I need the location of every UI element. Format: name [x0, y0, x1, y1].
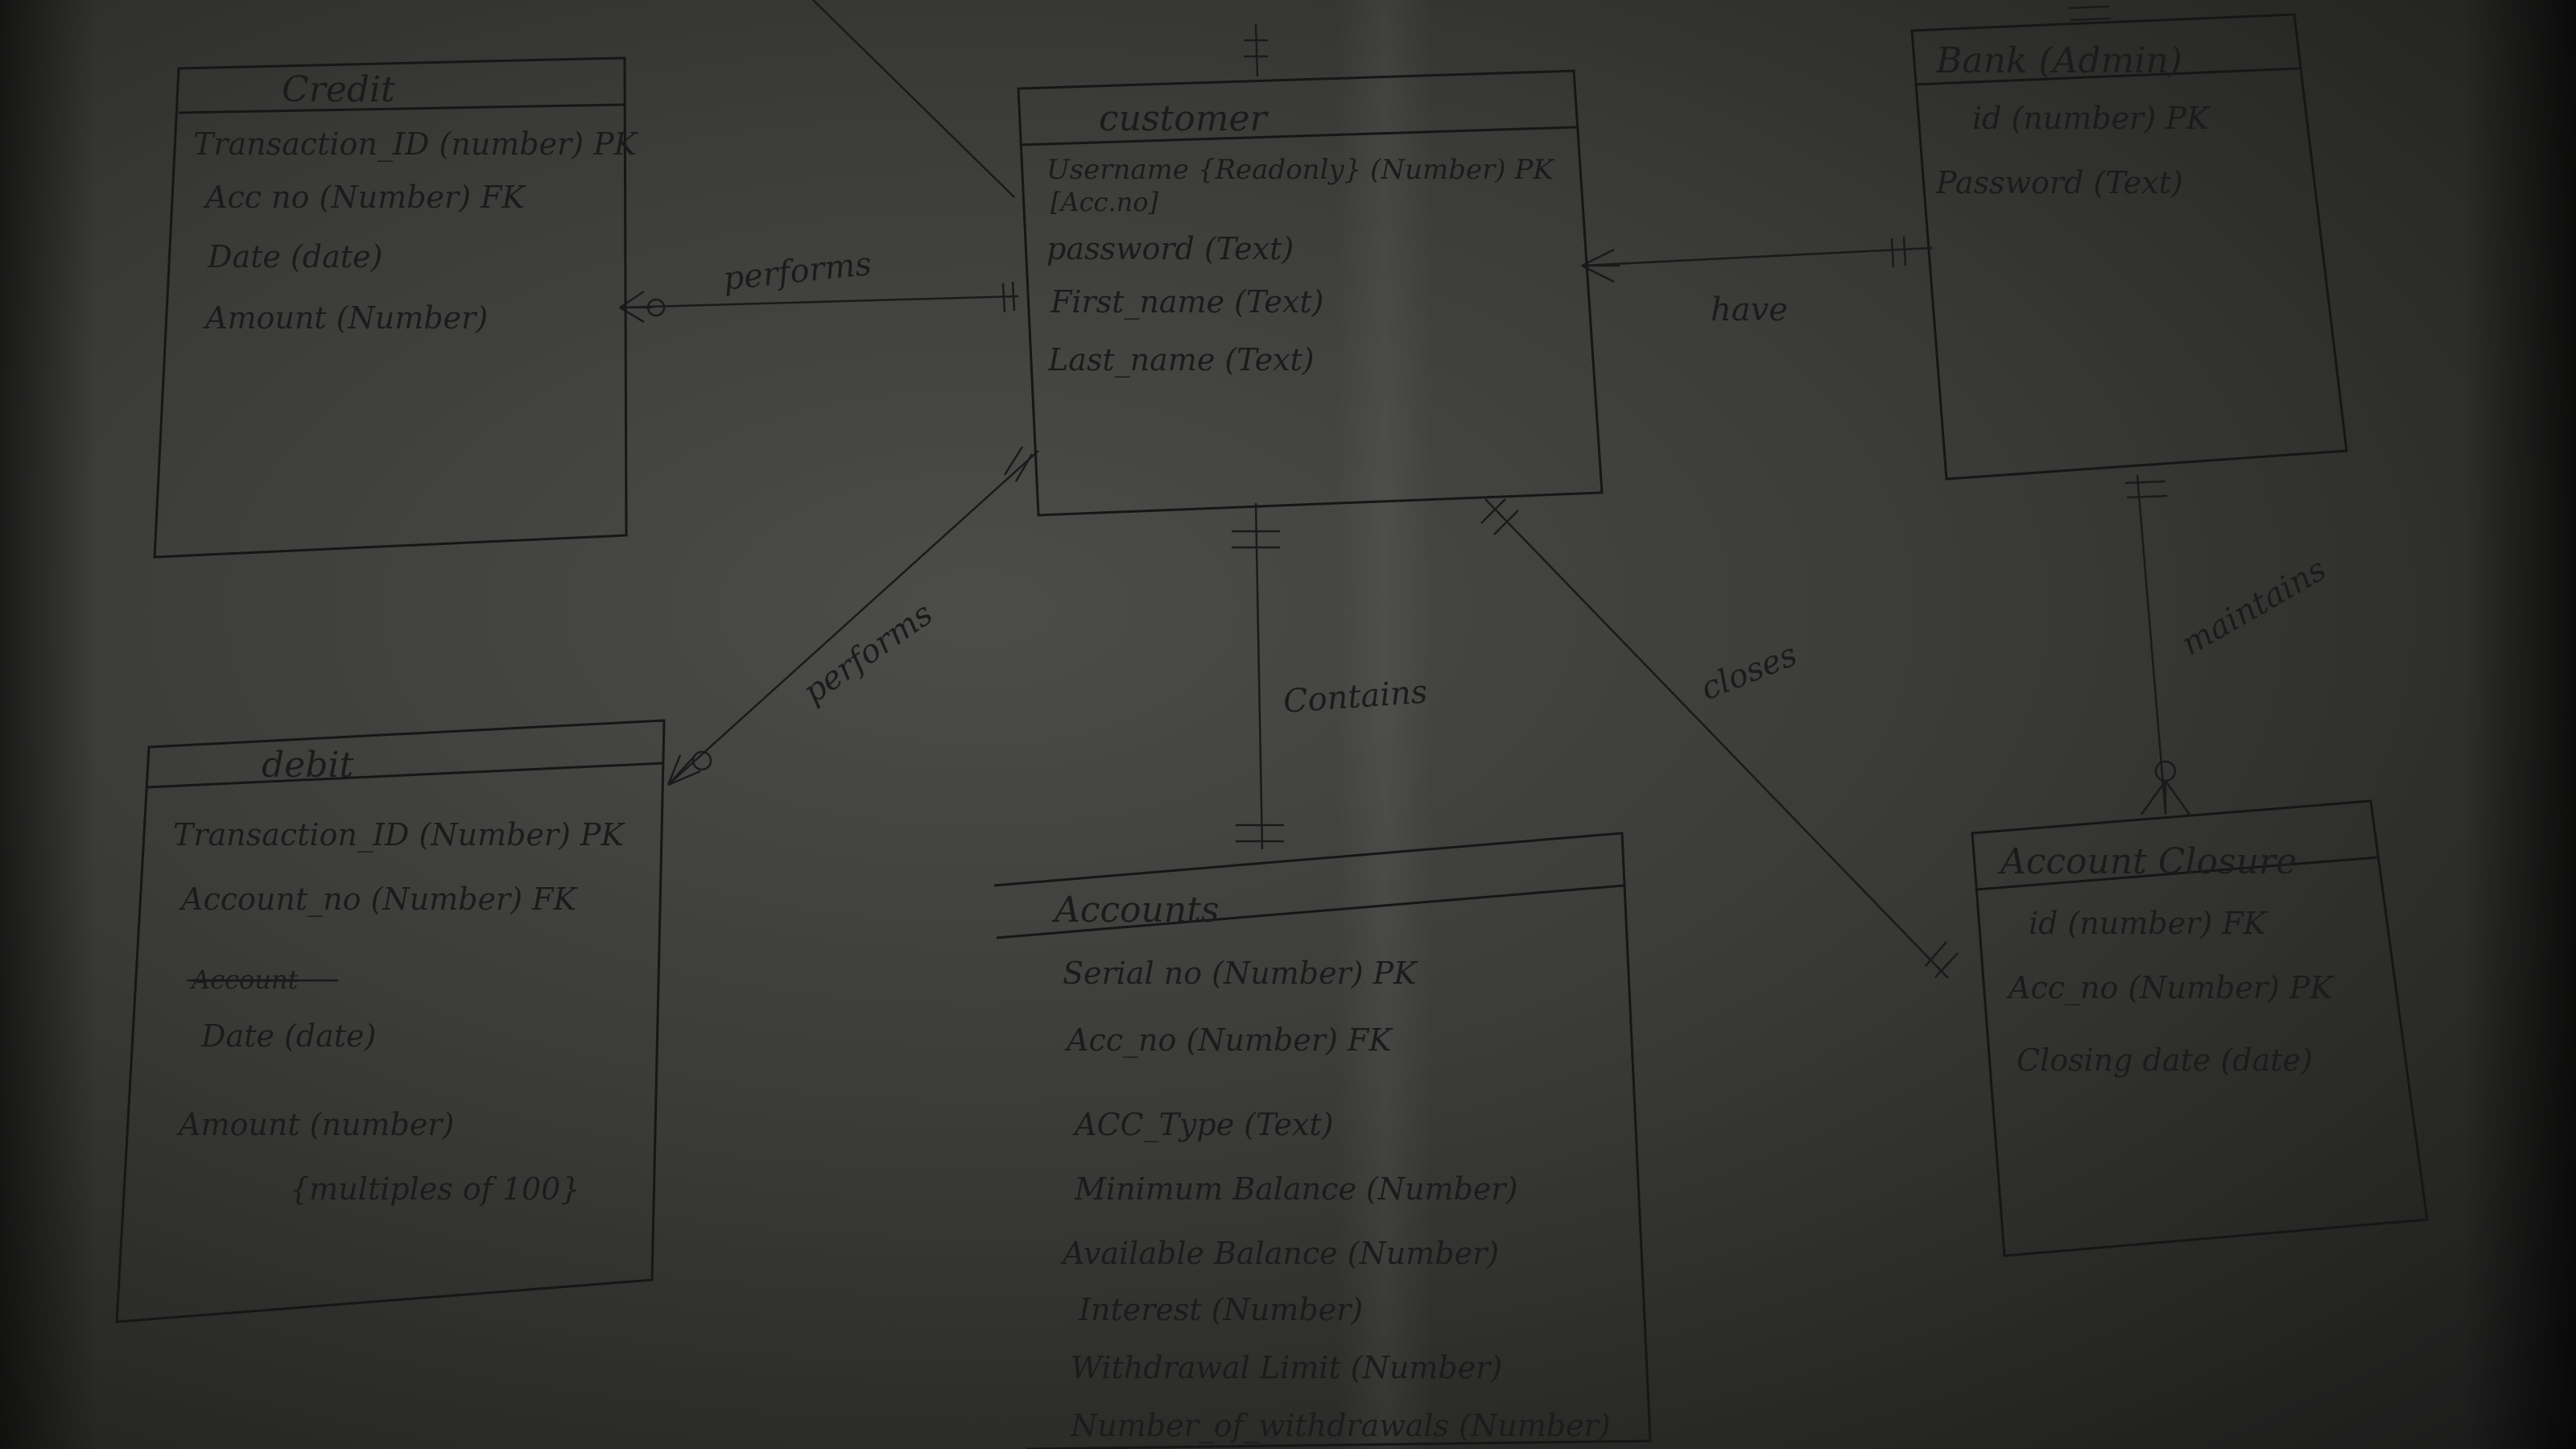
crow-foot-debit: [667, 754, 701, 786]
attr-customer-acc-no: [Acc.no]: [1051, 187, 1158, 217]
one-marker-bank-bottom: [2124, 480, 2168, 499]
attr-credit-acc-no: Acc no (Number) FK: [203, 180, 526, 215]
attr-bank-password: Password (Text): [1935, 165, 2183, 200]
entity-bank-key-marker: [2068, 5, 2112, 22]
attr-customer-last-name: Last_name (Text): [1047, 342, 1315, 378]
entity-credit: Credit Transaction_ID (number) PK Acc no…: [153, 56, 639, 559]
entity-debit-box: [115, 719, 666, 1323]
entity-bank-divider: [1913, 67, 2301, 86]
entity-credit-box: [153, 56, 628, 559]
attr-credit-date: Date (date): [207, 239, 382, 275]
rel-label-have: have: [1711, 291, 1788, 328]
entity-customer-title: customer: [1099, 98, 1269, 139]
entity-customer-box: [1017, 69, 1604, 517]
attr-debit-multiples-note: {multiples of 100}: [290, 1171, 580, 1207]
line-bank-closure: [2136, 474, 2167, 814]
entity-accounts-title: Accounts: [1051, 890, 1220, 931]
entity-customer: customer Username {Readonly} (Number) PK…: [1017, 23, 1604, 517]
zero-marker-closure: [2154, 760, 2177, 782]
entity-closure-title: Account Closure: [1997, 841, 2297, 882]
left-shadow: [0, 0, 97, 1449]
attr-bank-id: id (number) PK: [1972, 101, 2211, 136]
entity-credit-divider: [178, 103, 625, 114]
entity-accounts-box: [993, 832, 1652, 1449]
zero-marker-debit: [691, 750, 712, 771]
stray-line-top: [812, 0, 1015, 198]
attr-debit-transaction-id: Transaction_ID (Number) PK: [173, 817, 625, 853]
rel-label-credit-performs: performs: [721, 246, 873, 298]
one-marker-customer-left: [1001, 281, 1016, 313]
attr-accounts-minimum-balance: Minimum Balance (Number): [1074, 1171, 1517, 1207]
entity-debit: debit Transaction_ID (Number) PK Account…: [115, 719, 666, 1323]
paper-fold-highlight: [1336, 0, 1433, 1449]
attr-credit-transaction-id: Transaction_ID (number) PK: [193, 126, 639, 163]
attr-credit-amount: Amount (Number): [203, 300, 488, 336]
line-debit-customer: [667, 450, 1039, 786]
rel-label-maintains: maintains: [2175, 551, 2333, 663]
line-credit-customer: [619, 295, 1019, 309]
entity-bank-title: Bank (Admin): [1935, 40, 2182, 81]
attr-debit-amount: Amount (number): [176, 1107, 454, 1142]
attr-accounts-withdrawal-limit: Withdrawal Limit (Number): [1071, 1350, 1502, 1385]
attr-accounts-acc-no: Acc_no (Number) FK: [1064, 1022, 1393, 1059]
attr-closure-closing-date: Closing date (date): [2017, 1042, 2313, 1078]
crow-foot-closure-top: [2140, 780, 2191, 815]
entity-credit-title: Credit: [282, 69, 395, 110]
line-customer-bank: [1581, 246, 1933, 267]
one-marker-customer-bottom: [1232, 530, 1280, 549]
zero-marker-credit: [646, 298, 666, 317]
attr-closure-acc-no: Acc_no (Number) PK: [2006, 970, 2334, 1006]
attr-closure-id: id (number) FK: [2029, 906, 2268, 941]
attr-customer-username: Username {Readonly} (Number) PK: [1046, 154, 1555, 186]
attr-accounts-number-of-withdrawals: Number_of_withdrawals (Number): [1070, 1408, 1611, 1444]
one-marker-bank-left: [1890, 236, 1907, 268]
attr-customer-password: password (Text): [1046, 231, 1294, 266]
attr-debit-account-no: Account_no (Number) FK: [179, 881, 578, 918]
attr-debit-date: Date (date): [200, 1018, 376, 1054]
entity-closure-divider: [1975, 856, 2380, 891]
rel-label-contains: Contains: [1282, 674, 1428, 720]
one-marker-accounts-top: [1236, 824, 1284, 843]
rel-label-debit-performs: performs: [796, 595, 939, 711]
one-marker-customer-bl: [1003, 446, 1034, 482]
entity-accounts: Accounts Serial no (Number) PK Acc_no (N…: [993, 832, 1652, 1449]
attr-accounts-acc-type: ACC_Type (Text): [1072, 1107, 1334, 1143]
entity-debit-divider: [146, 762, 665, 789]
attr-accounts-serial-no: Serial no (Number) PK: [1063, 956, 1418, 991]
relationship-lines: [619, 0, 2191, 979]
entity-closure-box: [1971, 799, 2429, 1257]
attr-accounts-available-balance: Available Balance (Number): [1060, 1236, 1499, 1271]
entity-bank-box: [1910, 13, 2348, 481]
right-shadow: [2463, 0, 2576, 1449]
entity-debit-title: debit: [262, 745, 353, 786]
line-customer-accounts: [1254, 502, 1264, 850]
entity-customer-divider: [1020, 126, 1577, 147]
one-marker-closure-left: [1925, 941, 1959, 978]
attr-accounts-interest: Interest (Number): [1078, 1292, 1363, 1327]
entity-accounts-divider: [996, 884, 1625, 939]
relationship-labels: performs performs have Contains closes m…: [721, 246, 2332, 720]
rel-label-closes: closes: [1696, 636, 1802, 708]
attr-customer-first-name: First_name (Text): [1050, 284, 1323, 320]
entity-account-closure: Account Closure id (number) FK Acc_no (N…: [1971, 799, 2429, 1257]
one-marker-customer-br: [1480, 498, 1519, 535]
entity-customer-key-marker: [1244, 23, 1268, 77]
line-customer-closure: [1484, 498, 1949, 979]
entity-bank: Bank (Admin) id (number) PK Password (Te…: [1910, 5, 2348, 481]
